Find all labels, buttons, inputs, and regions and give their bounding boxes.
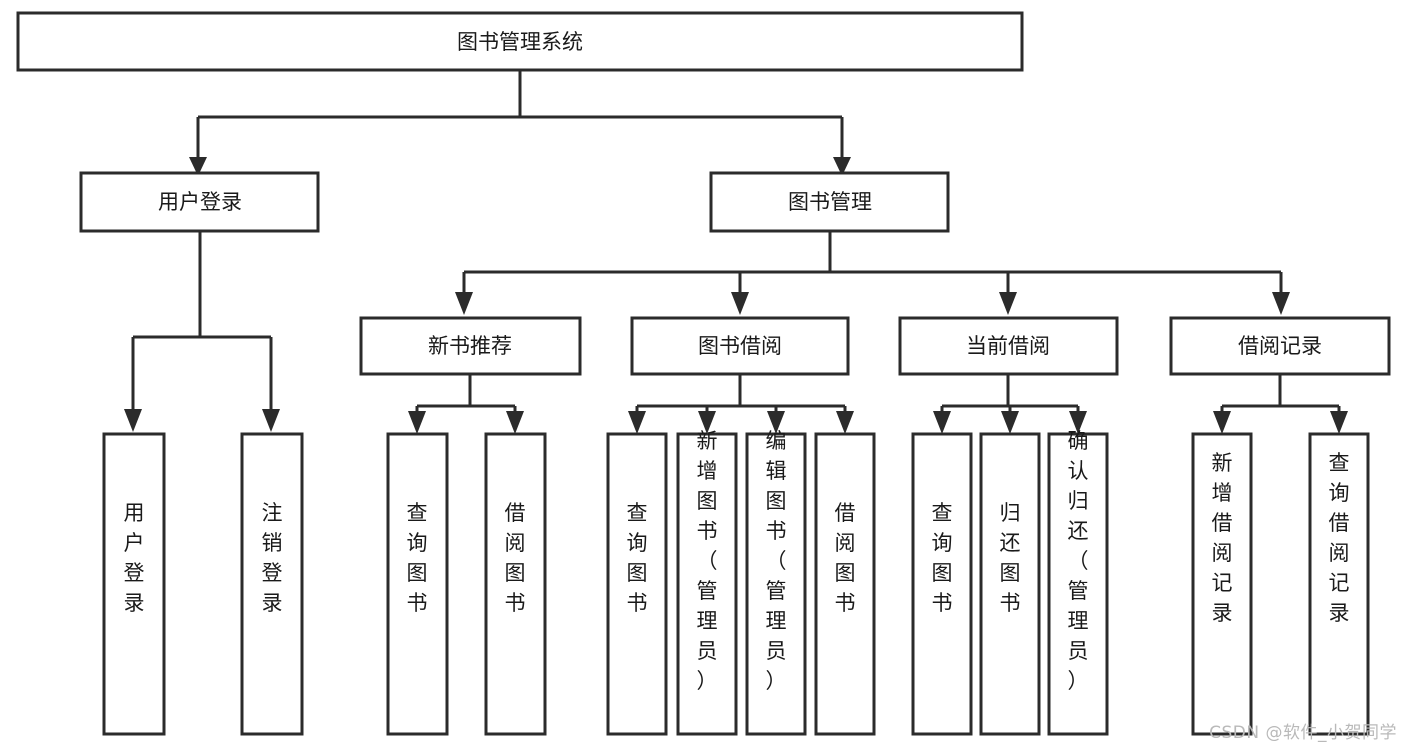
connector-book-mgmt-to-level2: [455, 231, 1290, 315]
connector-user-login-to-leaves: [124, 231, 280, 432]
node-leaf-query-book-current-label: 查询图书: [932, 501, 953, 615]
connector-new-book-to-leaves: [408, 375, 524, 434]
node-leaf-add-book-admin-label: 新增图书（管理员）: [697, 429, 718, 693]
node-leaf-confirm-return-admin[interactable]: 确认归还（管理员）: [1047, 429, 1109, 736]
connector-book-borrow-to-leaves: [628, 375, 854, 434]
arrow-head-icon: [408, 411, 426, 434]
arrow-head-icon: [455, 292, 473, 315]
node-current-borrow-label: 当前借阅: [966, 334, 1050, 358]
node-leaf-edit-book-admin[interactable]: 编辑图书（管理员）: [745, 429, 807, 736]
arrow-head-icon: [189, 157, 207, 176]
arrow-head-icon: [506, 411, 524, 434]
node-leaf-add-book-admin[interactable]: 新增图书（管理员）: [676, 429, 738, 736]
arrow-head-icon: [999, 292, 1017, 315]
arrow-head-icon: [1330, 411, 1348, 434]
node-leaf-user-login-label: 用户登录: [124, 501, 145, 615]
node-leaf-borrow-book[interactable]: 借阅图书: [814, 432, 876, 736]
arrow-head-icon: [124, 409, 142, 432]
node-leaf-logout-label: 注销登录: [262, 501, 283, 615]
node-leaf-query-book-borrow[interactable]: 查询图书: [606, 432, 668, 736]
node-borrow-records[interactable]: 借阅记录: [1169, 316, 1391, 376]
arrow-head-icon: [1272, 292, 1290, 315]
node-leaf-confirm-return-admin-label: 确认归还（管理员）: [1068, 429, 1089, 693]
connector-root-to-level1: [189, 70, 851, 176]
node-leaf-logout[interactable]: 注销登录: [240, 432, 304, 736]
arrow-head-icon: [1001, 411, 1019, 434]
node-root[interactable]: 图书管理系统: [16, 11, 1024, 72]
arrow-head-icon: [933, 411, 951, 434]
node-user-login[interactable]: 用户登录: [79, 171, 320, 233]
node-book-borrow-label: 图书借阅: [698, 334, 782, 358]
node-leaf-return-book-label: 归还图书: [1000, 501, 1021, 615]
arrow-head-icon: [1069, 411, 1087, 434]
node-new-book-recommend-label: 新书推荐: [428, 334, 512, 358]
node-leaf-query-borrow-record[interactable]: 查询借阅记录: [1308, 432, 1370, 736]
arrow-head-icon: [628, 411, 646, 434]
node-leaf-add-borrow-record-label: 新增借阅记录: [1212, 451, 1233, 625]
node-new-book-recommend[interactable]: 新书推荐: [359, 316, 582, 376]
connector-borrow-records-to-leaves: [1213, 375, 1348, 434]
node-leaf-add-borrow-record[interactable]: 新增借阅记录: [1191, 432, 1253, 736]
arrow-head-icon: [836, 411, 854, 434]
arrow-head-icon: [1213, 411, 1231, 434]
node-leaf-borrow-book-label: 借阅图书: [835, 501, 856, 615]
arrow-head-icon: [833, 157, 851, 176]
node-leaf-query-book-recommend[interactable]: 查询图书: [386, 432, 449, 736]
csdn-watermark: CSDN @软件_小贺同学: [1209, 723, 1397, 743]
arrow-head-icon: [262, 409, 280, 432]
node-current-borrow[interactable]: 当前借阅: [898, 316, 1119, 376]
node-leaf-user-login[interactable]: 用户登录: [102, 432, 166, 736]
node-borrow-records-label: 借阅记录: [1238, 334, 1322, 358]
node-book-management-label: 图书管理: [788, 190, 872, 214]
node-leaf-query-borrow-record-label: 查询借阅记录: [1329, 451, 1350, 625]
node-user-login-label: 用户登录: [158, 190, 242, 214]
arrow-head-icon: [698, 411, 716, 434]
node-leaf-query-book-borrow-label: 查询图书: [627, 501, 648, 615]
node-root-label: 图书管理系统: [457, 30, 583, 54]
node-leaf-borrow-book-recommend[interactable]: 借阅图书: [484, 432, 547, 736]
arrow-head-icon: [731, 292, 749, 315]
node-leaf-query-book-recommend-label: 查询图书: [407, 501, 428, 615]
node-leaf-query-book-current[interactable]: 查询图书: [911, 432, 973, 736]
node-book-borrow[interactable]: 图书借阅: [630, 316, 850, 376]
node-book-management[interactable]: 图书管理: [709, 171, 950, 233]
node-leaf-borrow-book-recommend-label: 借阅图书: [505, 501, 526, 615]
arrow-head-icon: [767, 411, 785, 434]
node-leaf-edit-book-admin-label: 编辑图书（管理员）: [766, 429, 787, 693]
node-leaf-return-book[interactable]: 归还图书: [979, 432, 1041, 736]
connector-current-borrow-to-leaves: [933, 375, 1087, 434]
